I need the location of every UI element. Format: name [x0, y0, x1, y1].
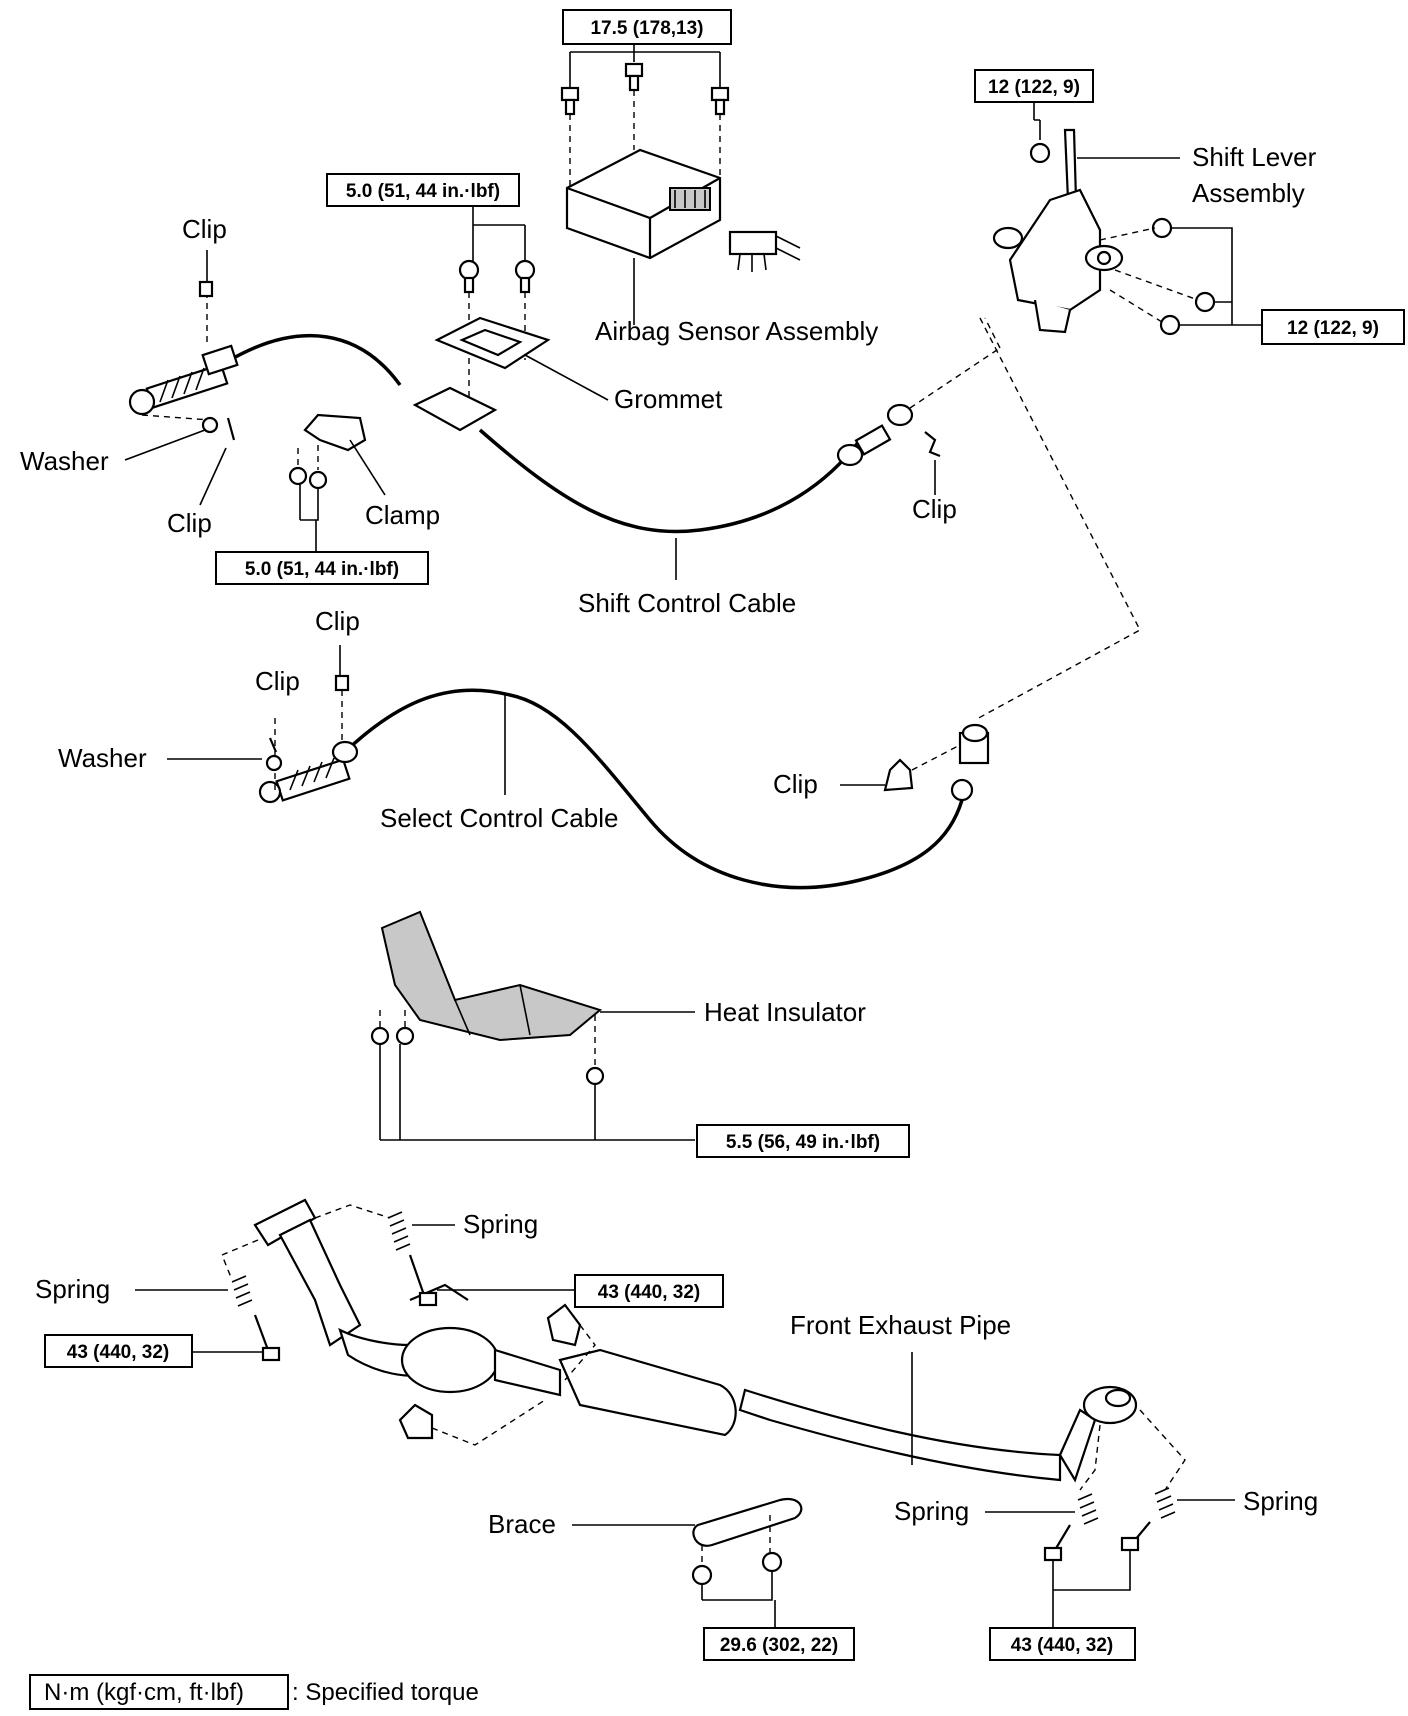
clip-icon-select-top [334, 674, 350, 692]
label-heat-insulator: Heat Insulator [704, 997, 866, 1027]
brace-nut-icon [691, 1564, 713, 1586]
spring-icon-upper [387, 1211, 411, 1251]
label-clamp: Clamp [365, 500, 440, 530]
label-airbag-sensor: Airbag Sensor Assembly [595, 316, 878, 346]
legend-unit: N·m (kgf·cm, ft·lbf) [44, 1679, 244, 1706]
cable-bracket-icon [412, 386, 498, 432]
bolt-icon-upper [408, 1254, 426, 1296]
torque-shift-lever-right: 12 (122, 9) [1287, 318, 1379, 339]
label-clip-shift-bottom: Clip [167, 508, 212, 538]
spring-icon-rear-left [1077, 1493, 1099, 1525]
legend-text: : Specified torque [292, 1679, 479, 1706]
clip-icon [198, 280, 214, 298]
torque-heat-insulator: 5.5 (56, 49 in.·lbf) [726, 1132, 880, 1153]
clip-pin-icon [226, 417, 236, 441]
exhaust-hanger-icon-2 [398, 1403, 434, 1440]
torque-box-exhaust-upper [574, 1274, 724, 1308]
label-front-exhaust: Front Exhaust Pipe [790, 1310, 1011, 1340]
heat-insulator-icon [380, 910, 603, 1042]
label-clip-select-mid: Clip [255, 666, 300, 696]
front-exhaust-group: Spring 43 (440, 32) Spring 43 (440, 32) … [35, 1198, 1318, 1661]
shift-cable-end-right-icon [836, 403, 914, 467]
airbag-bolt-icon [560, 62, 730, 116]
legend-box [29, 1674, 289, 1710]
label-shift-lever-2: Assembly [1192, 178, 1305, 208]
clamp-group: Clamp 5.0 (51, 44 in.·lbf) [215, 413, 440, 585]
torque-clamp: 5.0 (51, 44 in.·lbf) [245, 559, 399, 580]
torque-box-airbag [562, 9, 732, 45]
label-clip-select-right: Clip [773, 769, 818, 799]
shift-lever-nut-icon [1029, 142, 1051, 164]
label-clip-shift-right: Clip [912, 494, 957, 524]
label-spring-upper: Spring [463, 1209, 538, 1239]
shift-cable-icon [478, 428, 862, 534]
spring-icon-rear-right [1154, 1487, 1176, 1519]
exhaust-sensor-wire-icon [409, 1283, 469, 1302]
select-cable-icon [343, 688, 964, 890]
clip-pin-select-icon [268, 737, 278, 753]
torque-box-exhaust-left [44, 1334, 193, 1368]
clamp-bolt-icon [288, 466, 308, 486]
front-exhaust-pipe-icon [253, 1198, 1138, 1483]
torque-box-clamp [215, 551, 429, 585]
spring-icon-left [231, 1275, 253, 1307]
torque-box-heat-insulator [696, 1124, 910, 1158]
select-cable-end-right-icon [950, 723, 990, 802]
label-washer-shift: Washer [20, 446, 109, 476]
shift-lever-group: 12 (122, 9) Shift Lever Assembly 12 (122… [974, 69, 1405, 345]
washer-select-icon [265, 754, 283, 772]
exhaust-hanger-icon [546, 1303, 582, 1347]
torque-box-grommet [326, 173, 520, 207]
clip-icon-right [924, 431, 941, 458]
label-grommet: Grommet [614, 384, 723, 414]
torque-box-exhaust-rear [989, 1627, 1136, 1661]
shift-lever-nuts-icon [1151, 217, 1216, 336]
airbag-connector-icon [728, 230, 801, 272]
clamp-icon [303, 413, 367, 452]
bolt-icon-rear-left [1054, 1524, 1071, 1551]
brace-icon [692, 1497, 803, 1547]
bolt-icon-left [253, 1314, 270, 1351]
torque-brace: 29.6 (302, 22) [720, 1635, 838, 1656]
grommet-group: 5.0 (51, 44 in.·lbf) Grommet [326, 173, 723, 432]
label-select-cable: Select Control Cable [380, 803, 618, 833]
shift-cable-end-left-icon [128, 344, 239, 416]
label-clip-select-top: Clip [315, 606, 360, 636]
airbag-sensor-group: 17.5 (178,13) Airbag Sensor Assembly [560, 9, 878, 346]
torque-grommet: 5.0 (51, 44 in.·lbf) [346, 181, 500, 202]
label-spring-rear-right: Spring [1243, 1486, 1318, 1516]
clip-icon-select-right [883, 758, 914, 792]
legend: N·m (kgf·cm, ft·lbf) : Specified torque [29, 1674, 479, 1710]
torque-exhaust-rear: 43 (440, 32) [1011, 1635, 1113, 1656]
brace-group: Brace 29.6 (302, 22) [488, 1497, 855, 1661]
torque-exhaust-left: 43 (440, 32) [67, 1342, 169, 1363]
torque-box-brace [703, 1627, 855, 1661]
airbag-sensor-icon [565, 148, 722, 260]
label-clip-shift-top: Clip [182, 214, 227, 244]
heat-insulator-group: Heat Insulator 5.5 (56, 49 in.·lbf) [370, 910, 910, 1158]
shift-lever-icon [992, 128, 1124, 334]
label-shift-cable: Shift Control Cable [578, 588, 796, 618]
washer-icon [201, 416, 219, 434]
shift-cable-front-icon [229, 333, 402, 387]
label-spring-rear-left: Spring [894, 1496, 969, 1526]
torque-box-shift-right [1261, 309, 1405, 345]
label-spring-left: Spring [35, 1274, 110, 1304]
insulator-nut-icon [370, 1026, 390, 1046]
select-control-cable-group: Clip Clip Washer Select Control Cable Cl… [58, 317, 1141, 890]
torque-airbag: 17.5 (178,13) [590, 18, 703, 39]
label-shift-lever-1: Shift Lever [1192, 142, 1317, 172]
label-brace: Brace [488, 1509, 556, 1539]
shift-control-cable-group: Clip Washer Clip Clip Shift Control Cabl… [20, 214, 1001, 618]
torque-shift-lever-top: 12 (122, 9) [988, 77, 1080, 98]
label-washer-select: Washer [58, 743, 147, 773]
torque-exhaust-upper: 43 (440, 32) [598, 1282, 700, 1303]
grommet-bolt-icon [458, 259, 536, 294]
